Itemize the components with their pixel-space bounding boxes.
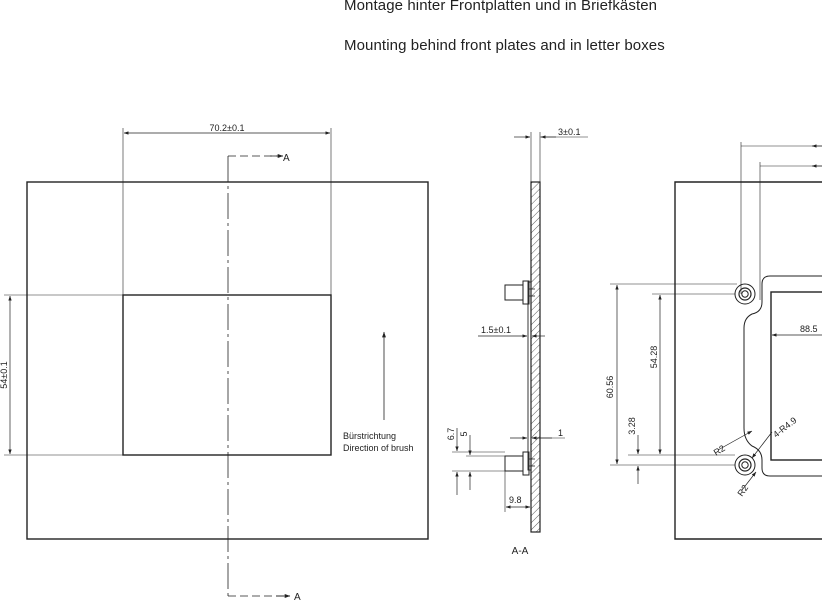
front-view bbox=[4, 128, 429, 598]
radius-r2-upper-text: R2 bbox=[712, 443, 727, 458]
title-german: Montage hinter Frontplatten und in Brief… bbox=[344, 0, 658, 14]
rear-plate-outline bbox=[674, 181, 822, 540]
plate-thickness-text: 3±0.1 bbox=[558, 127, 580, 137]
radius-r2-lower-text: R2 bbox=[735, 483, 750, 498]
rear-module-outline bbox=[770, 291, 822, 461]
width-dimension-text: 70.2±0.1 bbox=[210, 123, 245, 133]
section-view bbox=[452, 132, 588, 533]
dim-60-56-text: 60.56 bbox=[605, 376, 615, 399]
dim-6-7-text: 6.7 bbox=[446, 428, 456, 441]
dim-5-text: 5 bbox=[459, 431, 469, 436]
hole-callout-text: 4-R4.9 bbox=[771, 415, 798, 440]
front-cutout bbox=[122, 294, 332, 456]
rear-view bbox=[610, 142, 822, 540]
section-label-top: A bbox=[283, 153, 290, 164]
section-plate bbox=[530, 181, 541, 533]
dim-9-8-text: 9.8 bbox=[509, 495, 522, 505]
rear-hole-top bbox=[734, 283, 756, 305]
dim-54-28-text: 54.28 bbox=[649, 346, 659, 369]
brush-label-german: Bürstrichtung bbox=[343, 431, 396, 441]
dim-3-28-text: 3.28 bbox=[627, 417, 637, 435]
dim-88-5-text: 88.5 bbox=[800, 324, 818, 334]
height-dimension-text: 54±0.1 bbox=[0, 361, 9, 388]
title-english: Mounting behind front plates and in lett… bbox=[344, 37, 665, 54]
front-plate-outline bbox=[26, 181, 429, 540]
section-label-bottom: A bbox=[294, 592, 301, 600]
inner-thickness-text: 1.5±0.1 bbox=[481, 325, 511, 335]
section-view-label: A-A bbox=[512, 546, 529, 557]
rear-mounting-frame bbox=[743, 275, 822, 477]
gap-text: 1 bbox=[558, 428, 563, 438]
brush-label-english: Direction of brush bbox=[343, 443, 414, 453]
